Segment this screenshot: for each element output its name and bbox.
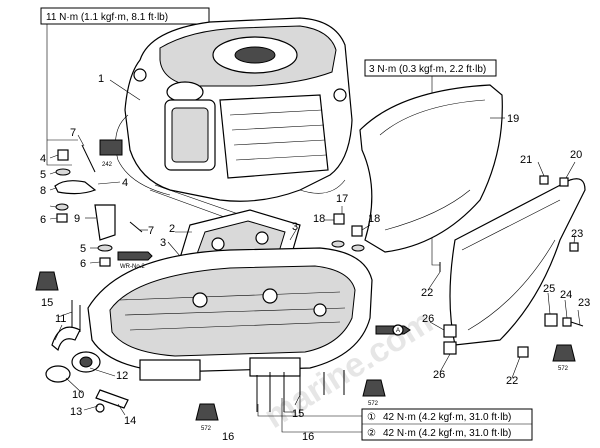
callout-19: 19 [507,113,519,125]
callout-17: 17 [336,193,348,205]
upper-side-cover-drawing [359,84,503,253]
callout-15-bottom: 15 [292,408,304,420]
callout-20: 20 [570,149,582,161]
callout-3-left: 3 [160,237,166,249]
torque-mark-1: ① [367,412,376,423]
callout-23-upper: 23 [571,228,583,240]
callout-18-left: 18 [313,213,325,225]
callout-4-left: 4 [40,153,46,165]
callout-14: 14 [124,415,136,427]
callout-labels: 1 2 3 3 4 4 5 5 6 6 7 7 8 9 10 11 12 13 … [40,73,590,443]
callout-1: 1 [98,73,104,85]
torque-spec-top-right: 3 N·m (0.3 kgf·m, 2.2 ft·lb) [369,64,486,75]
callout-6-mid: 6 [80,258,86,270]
callout-26-upper: 26 [422,313,434,325]
leader-lines [49,79,581,416]
callout-6-left: 6 [40,214,46,226]
callout-11: 11 [55,313,66,325]
grease-code-572-label-2: 572 [368,401,379,407]
torque-spec-top-left: 11 N·m (1.1 kgf·m, 8.1 ft·lb) [46,12,168,23]
grease-symbol-242: 242 [99,139,123,168]
callout-9: 9 [74,213,80,225]
grease-symbol-572-left [35,271,59,291]
bottom-cowling-drawing [87,247,373,381]
grease-symbol-572-bottom-left: 572 [195,403,219,432]
torque-spec-box-bottom: ① 42 N·m (4.2 kgf·m, 31.0 ft·lb) ② 42 N·… [257,395,533,441]
callout-22-lower: 22 [506,375,518,387]
grease-code-242-label: 242 [102,162,113,168]
sealant-a-marker: A [375,324,411,336]
grease-symbol-572-bottom-mid: 572 [362,379,386,407]
torque-spec-bottom-2: 42 N·m (4.2 kgf·m, 31.0 ft·lb) [383,428,511,439]
callout-8: 8 [40,185,46,197]
torque-spec-box-top-left: 11 N·m (1.1 kgf·m, 8.1 ft·lb) [40,7,210,166]
callout-23-lower: 23 [578,297,590,309]
callout-3-right: 3 [292,221,298,233]
callout-26-lower: 26 [433,369,445,381]
power-unit-drawing [115,17,353,231]
sealant-a-label: A [396,328,400,334]
callout-13: 13 [70,406,82,418]
callout-22-upper: 22 [421,287,433,299]
callout-7-mid: 7 [148,225,154,237]
hardware-parts [45,144,584,413]
callout-16-left: 16 [222,431,234,443]
torque-spec-bottom-1: 42 N·m (4.2 kgf·m, 31.0 ft·lb) [383,412,511,423]
callout-24: 24 [560,289,572,301]
callout-10: 10 [72,389,84,401]
callout-2: 2 [169,223,175,235]
callout-7-top: 7 [70,127,76,139]
grease-code-572-label-3: 572 [558,366,569,372]
callout-25: 25 [543,283,555,295]
callout-21: 21 [520,154,532,166]
grease-code-572-label-1: 572 [201,426,212,432]
grease-symbol-572-right: 572 [552,344,576,372]
callout-16-right: 16 [302,431,314,443]
callout-4-right: 4 [122,177,128,189]
lower-side-cover-drawing [449,178,586,346]
callout-15-left: 15 [41,297,53,309]
water-resistant-grease-marker: WR-No.2 [117,251,153,270]
wr-grease-label: WR-No.2 [120,264,145,270]
callout-18-right: 18 [368,213,380,225]
callout-5-mid: 5 [80,243,86,255]
torque-mark-2: ② [367,428,376,439]
callout-5-left: 5 [40,169,46,181]
callout-12: 12 [116,370,128,382]
